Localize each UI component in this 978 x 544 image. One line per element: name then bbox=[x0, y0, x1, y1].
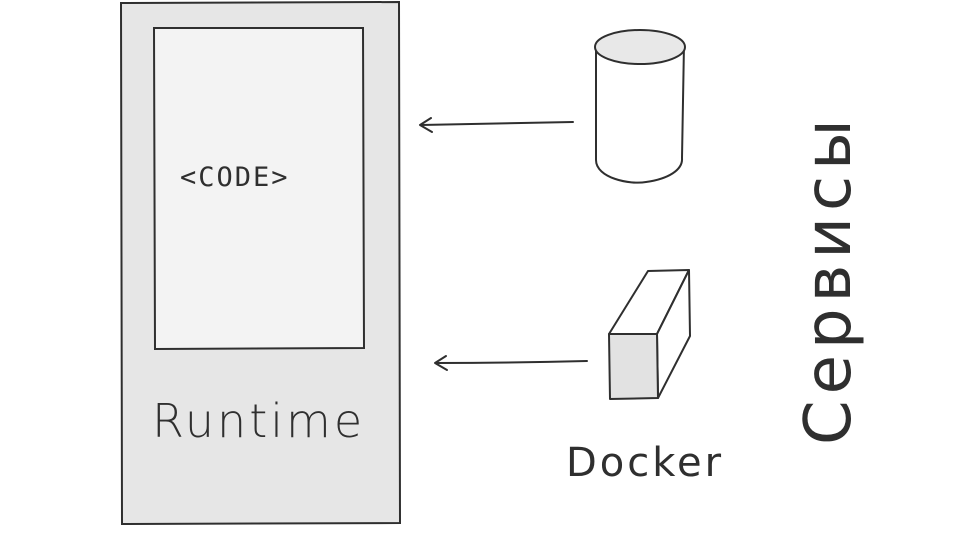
database-top bbox=[594, 29, 686, 65]
arrow-docker-to-runtime bbox=[434, 355, 588, 371]
runtime-block: <CODE> Runtime bbox=[119, 0, 402, 526]
docker-label: Docker bbox=[566, 440, 724, 486]
services-label: Сервисы bbox=[792, 113, 866, 445]
arrow-database-to-runtime bbox=[419, 117, 574, 133]
database-body bbox=[595, 43, 685, 184]
container-front bbox=[608, 333, 659, 400]
code-label: <CODE> bbox=[180, 162, 290, 193]
docker-container-box-icon bbox=[608, 269, 691, 400]
arrow-head-icon bbox=[434, 355, 448, 371]
code-panel bbox=[152, 27, 366, 351]
arrow-line bbox=[435, 360, 588, 364]
arrow-line bbox=[420, 121, 574, 126]
database-cylinder-icon bbox=[594, 29, 686, 184]
runtime-label: Runtime bbox=[152, 394, 365, 448]
arrow-head-icon bbox=[419, 117, 433, 133]
